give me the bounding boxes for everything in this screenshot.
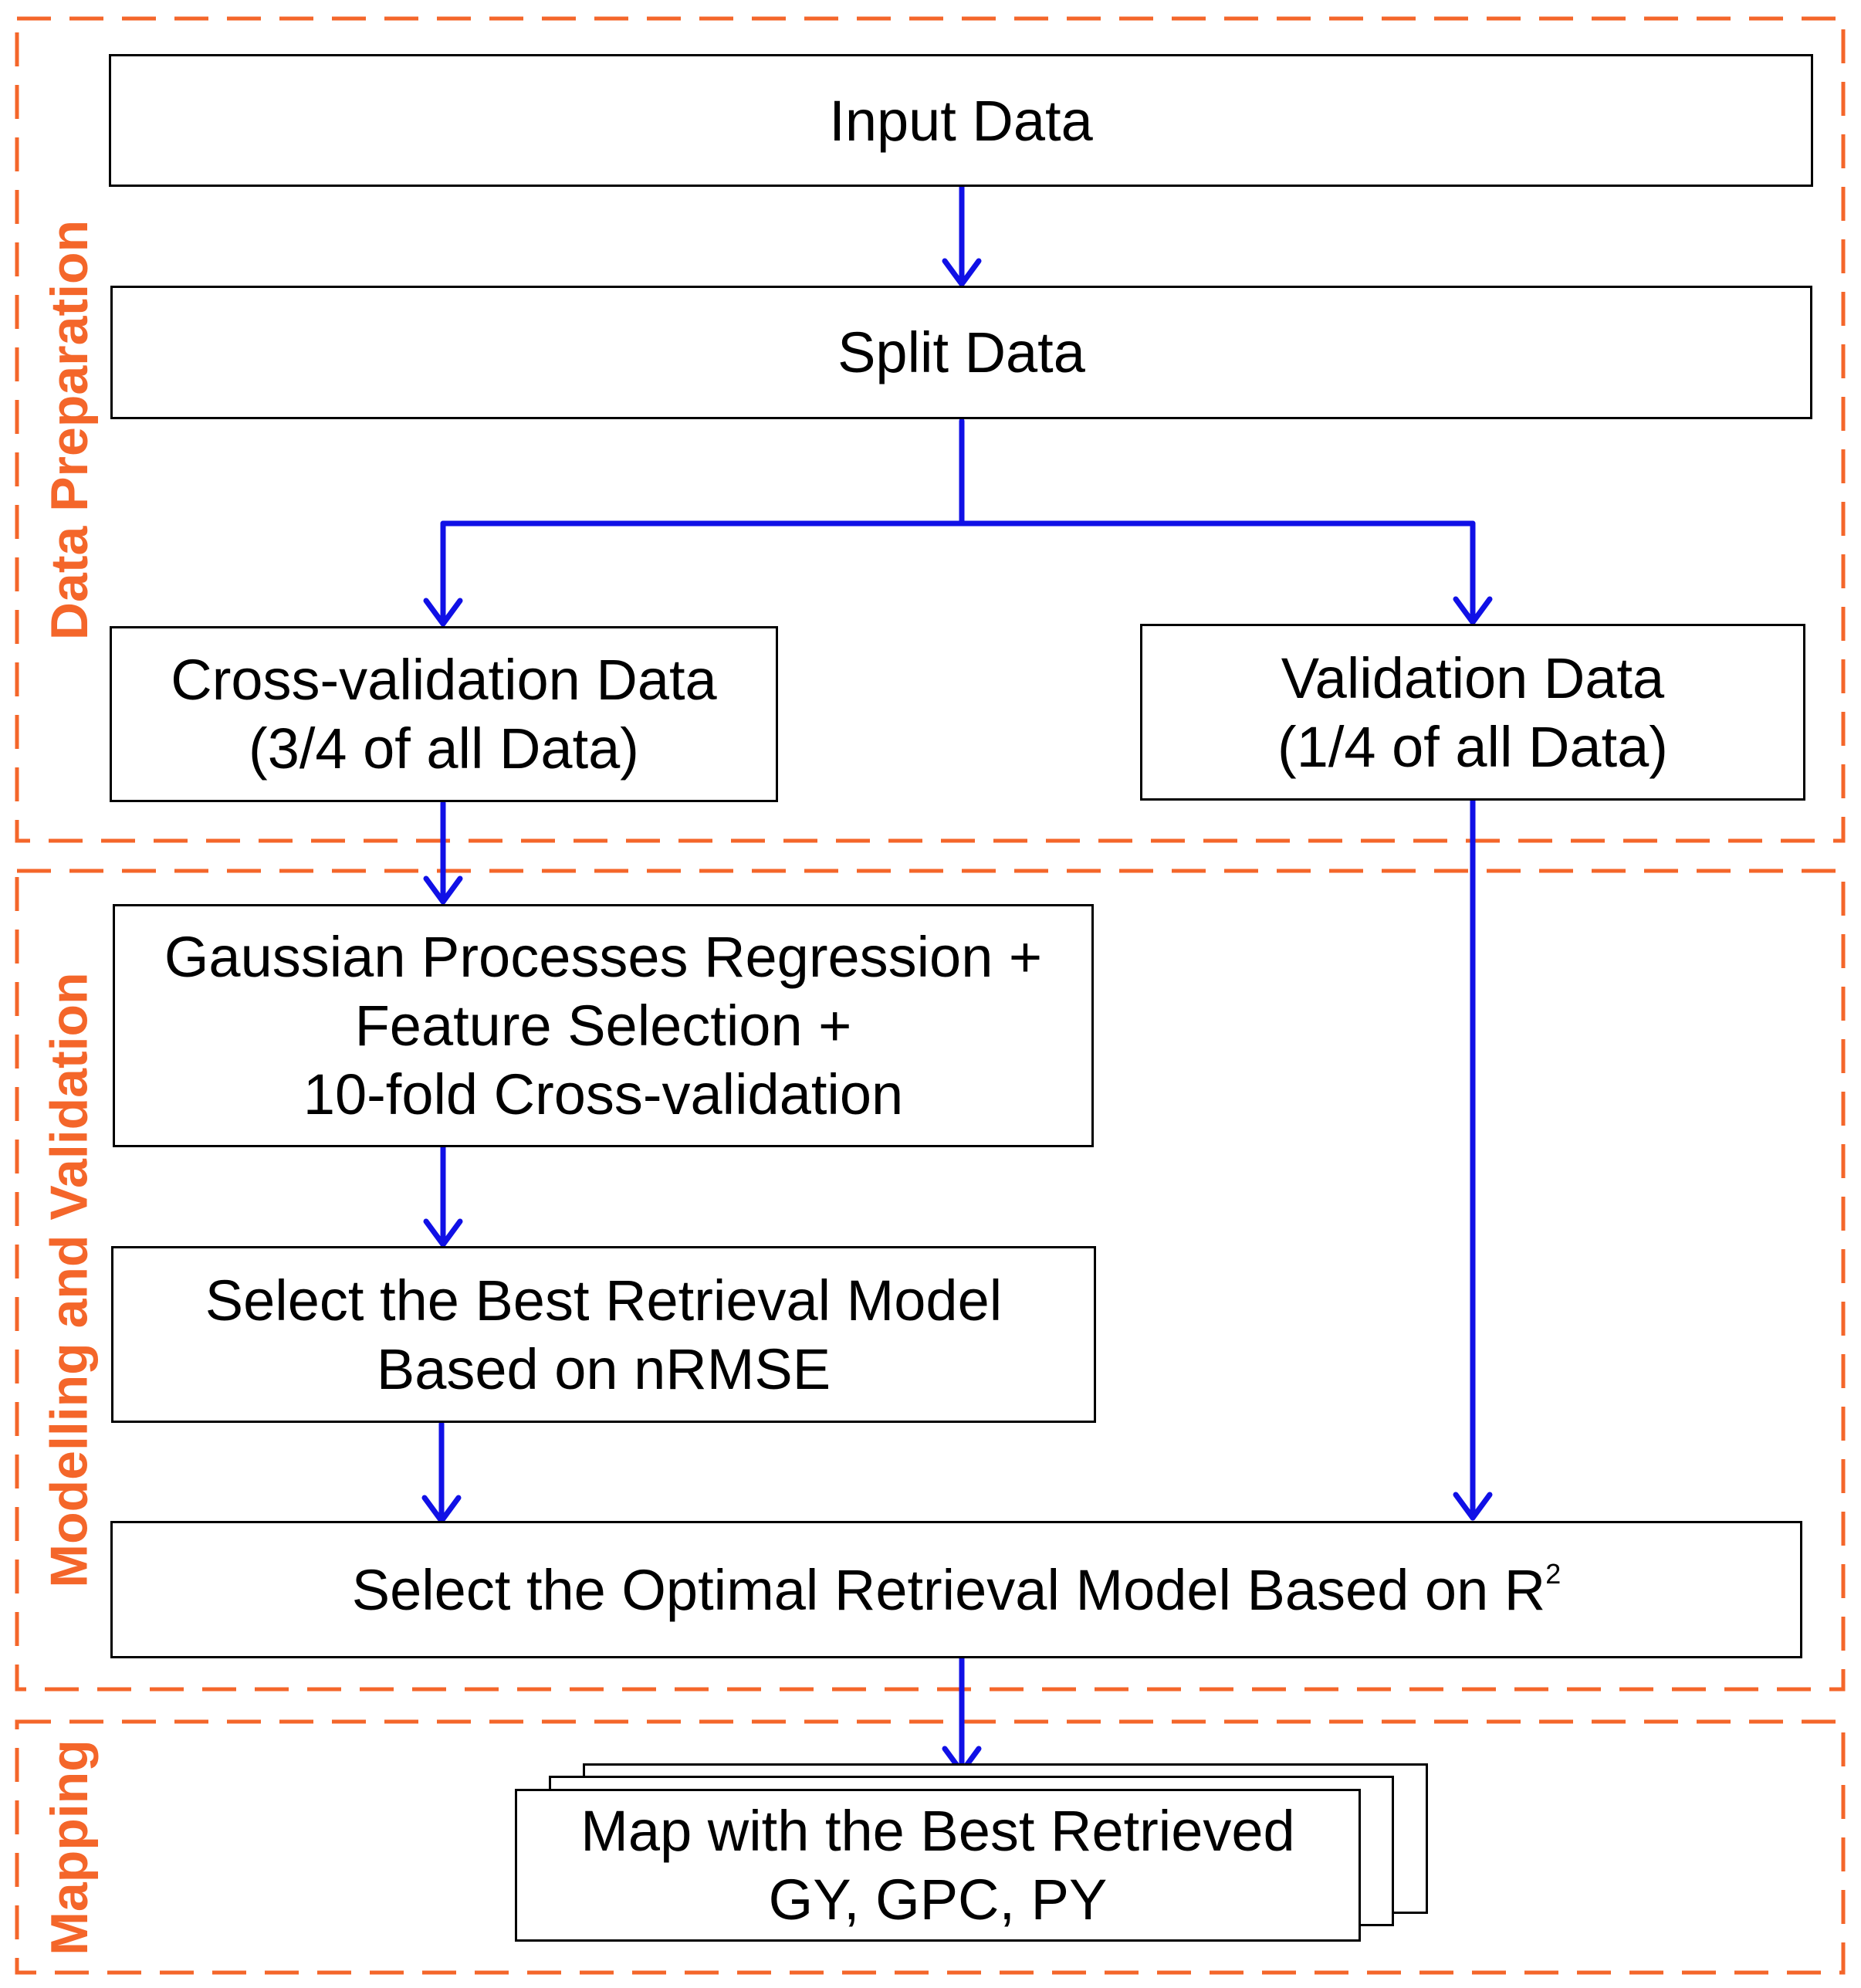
arrowhead-cross-validation-to-gpr [423, 875, 463, 905]
r-squared-superscript: 2 [1545, 1557, 1562, 1590]
mapping-section: Mapping [39, 1722, 100, 1973]
mapping-section-frame [15, 1719, 1846, 1975]
split-data-box: Split Data [110, 286, 1812, 419]
gpr-line3: 10-fold Cross-validation [303, 1062, 904, 1126]
input-data-label: Input Data [829, 88, 1093, 153]
map-output-box: Map with the Best Retrieved GY, GPC, PY [515, 1789, 1361, 1942]
validation-line1: Validation Data [1281, 645, 1665, 710]
input-data-box: Input Data [109, 54, 1813, 187]
gpr-line2: Feature Selection + [354, 994, 852, 1058]
optimal-retrieval-model-box: Select the Optimal Retrieval Model Based… [110, 1521, 1802, 1658]
map-line2: GY, GPC, PY [768, 1868, 1108, 1932]
data-preparation-section-frame [15, 16, 1846, 843]
arrowhead-split-to-cross-validation [423, 598, 463, 627]
cross-validation-line2: (3/4 of all Data) [249, 716, 639, 781]
validation-data-box: Validation Data (1/4 of all Data) [1140, 624, 1805, 801]
optimal-model-label: Select the Optimal Retrieval Model Based… [352, 1556, 1562, 1624]
cross-validation-line1: Cross-validation Data [171, 648, 717, 712]
data-preparation-section: Data Preparation [39, 19, 100, 841]
data-preparation-label: Data Preparation [40, 219, 100, 640]
best-model-line2: Based on nRMSE [376, 1336, 831, 1401]
modelling-validation-label: Modelling and Validation [40, 972, 100, 1588]
best-retrieval-model-box: Select the Best Retrieval Model Based on… [111, 1246, 1096, 1423]
optimal-model-text: Select the Optimal Retrieval Model Based… [351, 1557, 1546, 1622]
arrowhead-gpr-to-best-model [423, 1218, 463, 1248]
gpr-line1: Gaussian Processes Regression + [164, 925, 1043, 989]
split-data-label: Split Data [837, 320, 1085, 384]
arrowhead-split-to-validation [1453, 596, 1493, 625]
modelling-validation-section: Modelling and Validation [39, 871, 100, 1689]
map-line1: Map with the Best Retrieved [580, 1799, 1295, 1863]
modelling-validation-section-frame [15, 869, 1846, 1692]
gpr-feature-selection-box: Gaussian Processes Regression + Feature … [113, 904, 1094, 1147]
validation-line2: (1/4 of all Data) [1277, 714, 1668, 779]
arrowhead-input-to-split [942, 258, 982, 287]
best-model-line1: Select the Best Retrieval Model [205, 1268, 1003, 1333]
cross-validation-data-box: Cross-validation Data (3/4 of all Data) [110, 626, 778, 802]
mapping-label: Mapping [40, 1739, 100, 1956]
arrowhead-validation-to-optimal [1453, 1492, 1493, 1521]
